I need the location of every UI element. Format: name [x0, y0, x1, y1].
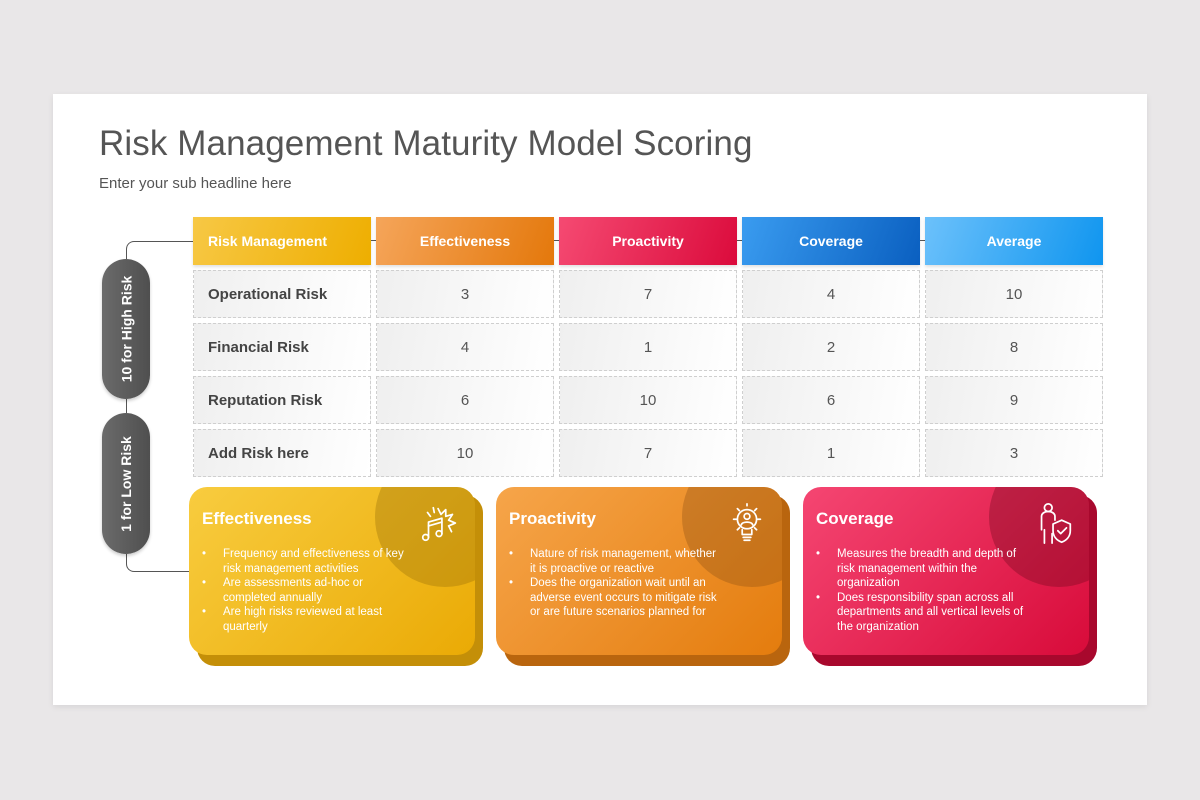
high-risk-label: 10 for High Risk: [118, 275, 134, 383]
cell-average: 10: [925, 270, 1103, 318]
header-label: Effectiveness: [419, 233, 511, 249]
cell-proactivity: 10: [559, 376, 737, 424]
header-coverage: Coverage: [742, 217, 926, 265]
bullet-item: Frequency and effectiveness of key risk …: [202, 547, 412, 576]
cell-proactivity: 7: [559, 270, 737, 318]
cell-average: 8: [925, 323, 1103, 371]
lightbulb-gear-person-icon: [732, 503, 762, 542]
bullet-item: Nature of risk management, whether it is…: [509, 547, 719, 576]
row-label: Add Risk here: [193, 429, 371, 477]
bullet-item: Are high risks reviewed at least quarter…: [202, 605, 412, 634]
card-face: Coverage Measures the breadth and depth …: [803, 487, 1089, 655]
row-label: Operational Risk: [193, 270, 371, 318]
proactivity-card: Proactivity Nature of risk management, w…: [496, 487, 790, 666]
effectiveness-card: Effectiveness Frequency and effectivenes…: [189, 487, 483, 666]
card-title: Effectiveness: [202, 509, 312, 528]
card-title: Proactivity: [509, 509, 596, 528]
bullet-item: Does the organization wait until an adve…: [509, 576, 719, 620]
cell-proactivity: 1: [559, 323, 737, 371]
header-risk-management: Risk Management: [193, 217, 377, 265]
page-subtitle: Enter your sub headline here: [99, 175, 292, 192]
page-title: Risk Management Maturity Model Scoring: [99, 124, 753, 163]
header-proactivity: Proactivity: [559, 217, 743, 265]
bullet-item: Are assessments ad-hoc or completed annu…: [202, 576, 412, 605]
cell-coverage: 6: [742, 376, 920, 424]
scoring-table: Risk Management Effectiveness Proactivit…: [193, 217, 1103, 477]
cell-coverage: 4: [742, 270, 920, 318]
bullet-item: Does responsibility span across all depa…: [816, 591, 1026, 635]
header-label: Coverage: [799, 233, 863, 249]
header-label: Average: [986, 233, 1042, 249]
cell-average: 3: [925, 429, 1103, 477]
bracket-top-line: [126, 241, 194, 259]
bracket-bottom-line: [126, 554, 192, 572]
bullet-item: Measures the breadth and depth of risk m…: [816, 547, 1026, 591]
coverage-card: Coverage Measures the breadth and depth …: [803, 487, 1097, 666]
cell-effectiveness: 3: [376, 270, 554, 318]
header-label: Risk Management: [208, 233, 328, 249]
header-average: Average: [925, 217, 1103, 265]
card-bullets: Nature of risk management, whether it is…: [509, 547, 719, 620]
header-effectiveness: Effectiveness: [376, 217, 560, 265]
card-bullets: Measures the breadth and depth of risk m…: [816, 547, 1026, 635]
row-label: Reputation Risk: [193, 376, 371, 424]
bracket-mid-line: [126, 399, 127, 413]
cell-effectiveness: 10: [376, 429, 554, 477]
card-bullets: Frequency and effectiveness of key risk …: [202, 547, 412, 635]
cell-effectiveness: 4: [376, 323, 554, 371]
cell-coverage: 1: [742, 429, 920, 477]
low-risk-pill: 1 for Low Risk: [102, 413, 150, 554]
music-burst-icon: [421, 506, 457, 542]
low-risk-label: 1 for Low Risk: [118, 435, 134, 532]
card-face: Effectiveness Frequency and effectivenes…: [189, 487, 475, 655]
cell-effectiveness: 6: [376, 376, 554, 424]
cell-coverage: 2: [742, 323, 920, 371]
card-title: Coverage: [816, 509, 894, 528]
cell-proactivity: 7: [559, 429, 737, 477]
slide: Risk Management Maturity Model Scoring E…: [53, 94, 1147, 705]
high-risk-pill: 10 for High Risk: [102, 259, 150, 399]
row-label: Financial Risk: [193, 323, 371, 371]
cell-average: 9: [925, 376, 1103, 424]
card-face: Proactivity Nature of risk management, w…: [496, 487, 782, 655]
header-label: Proactivity: [612, 233, 684, 249]
person-shield-check-icon: [1040, 503, 1072, 545]
